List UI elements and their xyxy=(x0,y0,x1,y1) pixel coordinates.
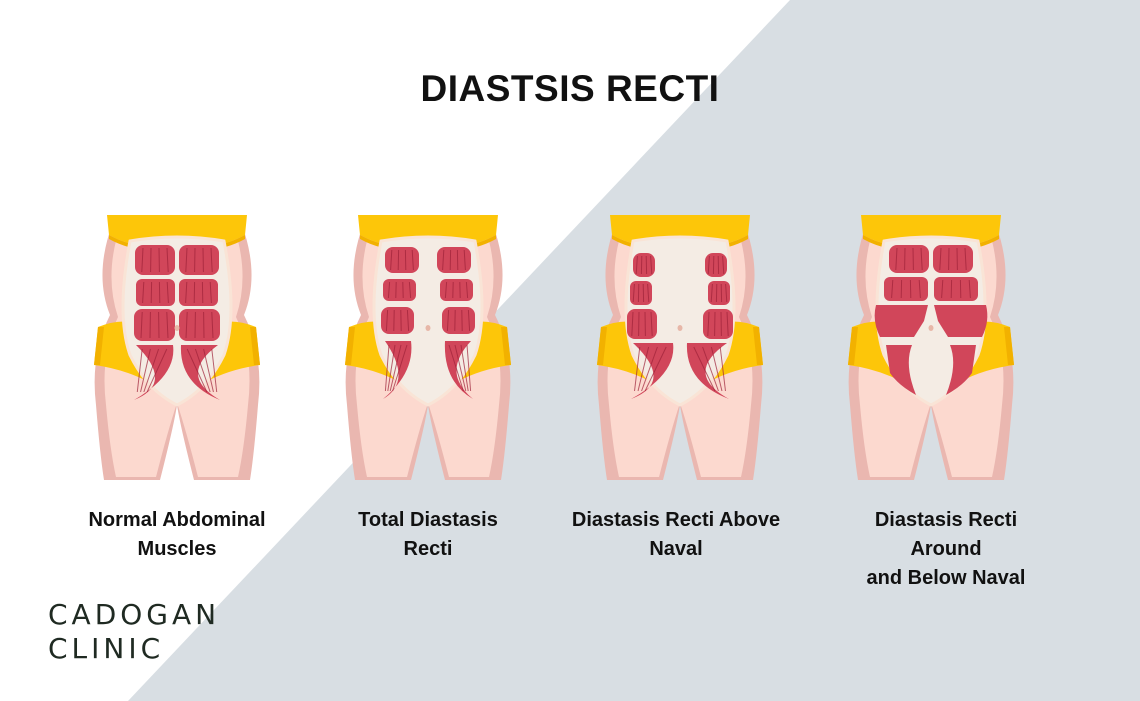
muscle-segment xyxy=(630,281,652,305)
muscle-segment xyxy=(686,343,729,399)
caption-around-below: Diastasis Recti Around and Below Naval xyxy=(826,506,1066,593)
muscle-segment xyxy=(633,253,655,277)
muscle-segment xyxy=(889,245,929,273)
muscle-segment xyxy=(886,345,916,395)
caption-line: Recti xyxy=(403,538,453,560)
navel xyxy=(928,325,934,331)
muscle-segment xyxy=(134,309,175,341)
muscle-segment xyxy=(385,247,419,273)
muscle-segment xyxy=(444,341,473,399)
muscle-segment xyxy=(135,245,175,275)
muscle-segment xyxy=(874,305,928,337)
muscle-segment xyxy=(440,279,473,301)
figure-diastasis-around-below-naval xyxy=(836,205,1026,490)
logo-line: CLINIC xyxy=(48,632,165,665)
muscle-segment xyxy=(180,345,220,400)
muscle-segment xyxy=(134,345,174,400)
muscle-segment xyxy=(136,279,175,306)
caption-total: Total Diastasis Recti xyxy=(308,506,548,564)
muscle-segment xyxy=(708,281,730,305)
caption-line: Normal Abdominal xyxy=(88,509,266,531)
muscle-segment xyxy=(437,247,471,273)
navel xyxy=(174,325,180,331)
figure-total-diastasis xyxy=(333,205,523,490)
figure-normal xyxy=(82,205,272,490)
muscle-segment xyxy=(934,305,988,337)
muscle-segment xyxy=(627,309,657,339)
caption-line: Diastasis Recti Above xyxy=(571,509,781,531)
muscle-segment xyxy=(705,253,727,277)
muscle-segment xyxy=(442,307,475,334)
page-title: DIASTSIS RECTI xyxy=(420,68,720,109)
muscle-segment xyxy=(933,245,973,273)
figure-diastasis-above-naval xyxy=(585,205,775,490)
muscle-segment xyxy=(179,245,219,275)
caption-line: Around xyxy=(910,538,982,560)
clinic-logo: CADOGAN CLINIC xyxy=(48,598,220,666)
muscle-segment xyxy=(934,277,978,301)
muscle-segment xyxy=(383,279,416,301)
navel xyxy=(677,325,683,331)
muscle-segment xyxy=(179,279,218,306)
navel xyxy=(425,325,431,331)
muscle-segment xyxy=(383,341,412,399)
muscle-segment xyxy=(703,309,733,339)
logo-line: CADOGAN xyxy=(48,598,221,631)
caption-above: Diastasis Recti Above Naval xyxy=(556,506,796,564)
caption-normal: Normal Abdominal Muscles xyxy=(57,506,297,564)
muscle-segment xyxy=(946,345,976,395)
caption-line: Total Diastasis xyxy=(358,509,498,531)
muscle-segment xyxy=(631,343,674,399)
caption-line: Naval xyxy=(649,538,703,560)
muscle-segment xyxy=(884,277,928,301)
caption-line: Muscles xyxy=(137,538,217,560)
caption-line: Diastasis Recti xyxy=(874,509,1018,531)
muscle-segment xyxy=(381,307,414,334)
muscle-segment xyxy=(179,309,220,341)
caption-line: and Below Naval xyxy=(866,567,1026,589)
